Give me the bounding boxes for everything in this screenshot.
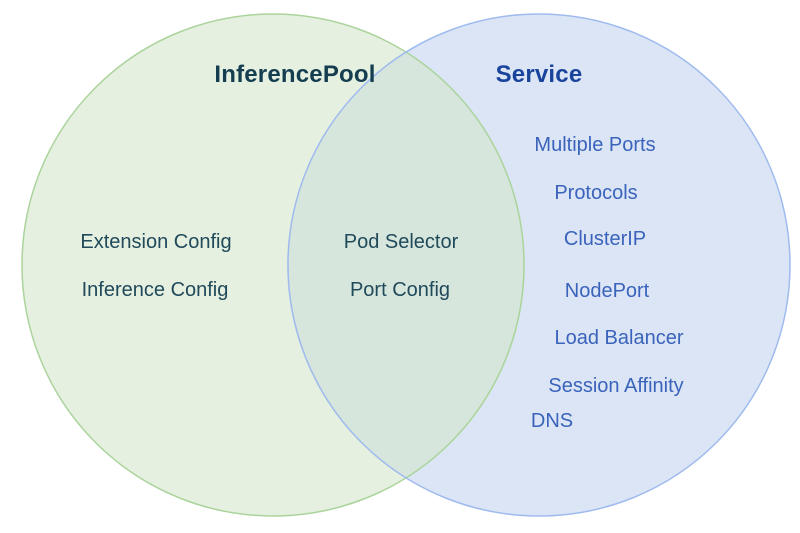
right-item-session-affinity: Session Affinity — [548, 375, 684, 397]
right-item-multiple-ports: Multiple Ports — [534, 134, 656, 156]
left-item-extension-config: Extension Config — [80, 231, 232, 253]
right-item-nodeport: NodePort — [564, 280, 650, 302]
service-circle-outline — [287, 13, 791, 517]
inferencepool-title: InferencePool — [214, 61, 376, 88]
overlap-item-port-config: Port Config — [349, 279, 451, 301]
right-item-clusterip: ClusterIP — [563, 228, 647, 250]
service-title: Service — [495, 61, 583, 88]
overlap-region — [286, 52, 526, 479]
right-item-load-balancer: Load Balancer — [554, 327, 684, 349]
right-item-protocols: Protocols — [554, 182, 638, 204]
left-item-inference-config: Inference Config — [81, 279, 229, 301]
inferencepool-circle-outline — [21, 13, 525, 517]
right-item-dns: DNS — [530, 410, 574, 432]
overlap-item-pod-selector: Pod Selector — [343, 231, 459, 253]
